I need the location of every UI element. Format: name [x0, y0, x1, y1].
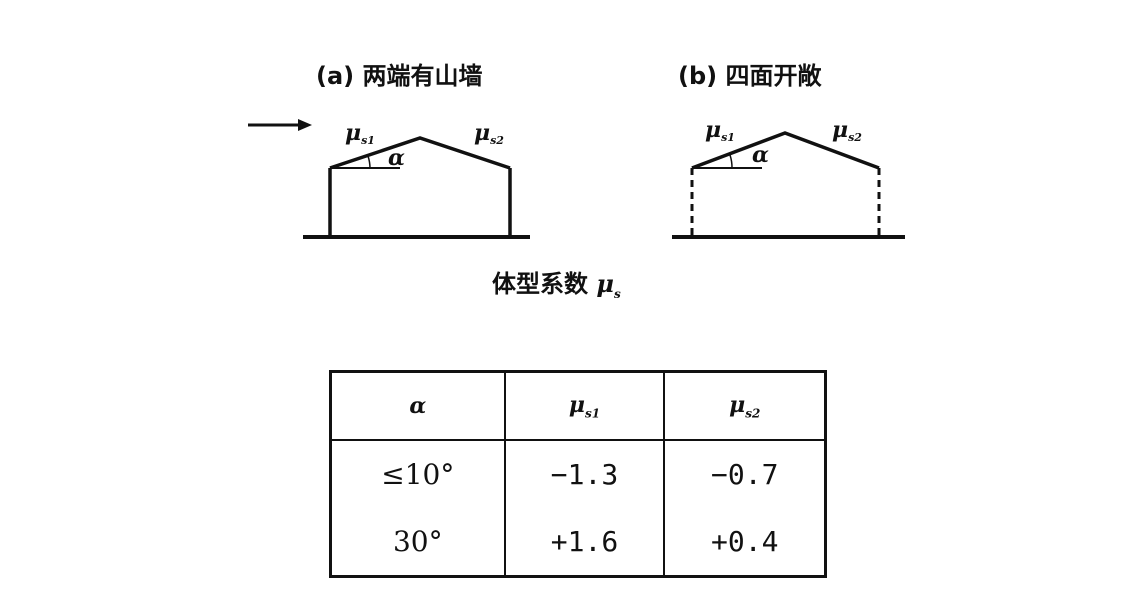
header-mu-s2: μs2: [663, 371, 827, 441]
header-mu-s1: μs1: [503, 371, 666, 441]
cell-mu-s2: −0.7: [663, 440, 827, 508]
label-alpha-b: α: [752, 142, 769, 168]
label-mu-s2-b: μs2: [832, 117, 862, 144]
caption-a: (a) 两端有山墙: [316, 62, 483, 90]
label-mu-s1-b: μs1: [705, 117, 735, 144]
header-alpha: α: [329, 371, 506, 441]
label-mu-s2-a: μs2: [474, 120, 504, 147]
label-mu-s1-a: μs1: [345, 120, 375, 147]
cell-mu-s2: +0.4: [663, 508, 827, 577]
cell-mu-s1: +1.6: [503, 508, 666, 577]
title-mu: μs: [596, 269, 621, 301]
angle-arc-b: [729, 154, 733, 169]
table-row: 30° +1.6 +0.4: [329, 508, 827, 577]
title-text: 体型系数: [492, 270, 597, 298]
diagram-title: 体型系数 μs: [492, 264, 621, 301]
cell-angle: ≤10°: [329, 440, 506, 508]
table-row: ≤10° −1.3 −0.7: [329, 440, 827, 508]
roof-b: [691, 131, 880, 170]
diagram-b: μs1 μs2 α: [672, 117, 905, 239]
table-header-row: α μs1 μs2: [329, 371, 827, 441]
diagram-a: μs1 μs2 α: [303, 120, 530, 239]
caption-b: (b) 四面开敞: [678, 62, 822, 90]
cell-mu-s1: −1.3: [503, 440, 666, 508]
roof-a: [329, 136, 511, 170]
wind-arrow-icon: [248, 119, 312, 131]
angle-arc-a: [367, 155, 371, 169]
cell-angle: 30°: [329, 508, 506, 577]
label-alpha-a: α: [388, 145, 405, 171]
coefficient-table: α μs1 μs2 ≤10° −1.3 −0.7 30° +1.6 +0.4: [329, 370, 827, 578]
